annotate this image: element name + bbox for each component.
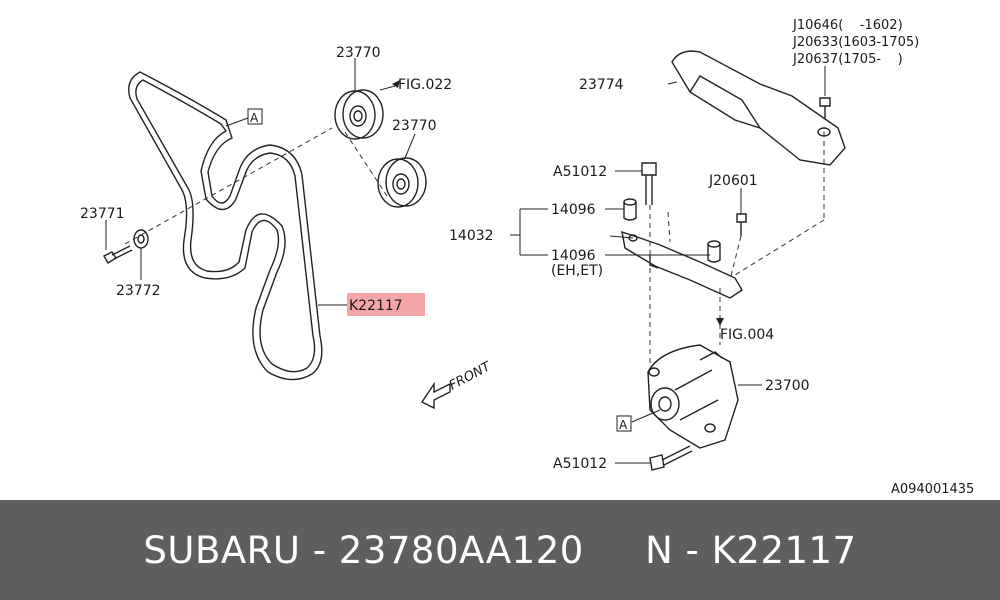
label-front: FRONT bbox=[447, 359, 494, 394]
label-23770-upper: 23770 bbox=[336, 45, 381, 61]
bolt-j10646 bbox=[819, 97, 831, 118]
label-14096-lower: 14096 bbox=[551, 248, 596, 264]
label-eh-et: (EH,ET) bbox=[551, 263, 603, 279]
label-23770-lower: 23770 bbox=[392, 118, 437, 134]
label-23772: 23772 bbox=[116, 283, 161, 299]
label-callout-a-upper: A bbox=[250, 111, 259, 125]
label-fig004: FIG.004 bbox=[720, 327, 774, 343]
label-j20633: J20633(1603-1705) bbox=[792, 35, 919, 50]
label-23700: 23700 bbox=[765, 378, 810, 394]
callout-box-a-lower bbox=[616, 415, 632, 432]
label-fig022: FIG.022 bbox=[398, 77, 452, 93]
idler-pulley-upper bbox=[334, 89, 384, 140]
dashed-guides bbox=[124, 127, 825, 365]
bolt-a51012-bottom bbox=[649, 445, 693, 471]
bolt-a51012-top bbox=[641, 162, 657, 205]
label-14032: 14032 bbox=[449, 228, 494, 244]
label-j10646: J10646( -1602) bbox=[792, 18, 903, 33]
washer-23772 bbox=[133, 229, 149, 249]
idler-pulley-lower bbox=[377, 157, 427, 208]
bracket-14032 bbox=[621, 230, 743, 299]
front-arrow bbox=[420, 381, 451, 410]
pointer-arrows bbox=[392, 80, 724, 326]
label-k22117: K22117 bbox=[349, 298, 403, 314]
label-callout-a-lower: A bbox=[619, 418, 628, 432]
label-a51012-top: A51012 bbox=[553, 164, 607, 180]
callout-box-a-upper bbox=[247, 108, 263, 125]
cover-23774 bbox=[671, 50, 846, 166]
alternator-23700 bbox=[647, 344, 739, 449]
label-j20637: J20637(1705- ) bbox=[792, 52, 903, 67]
bolt-j20601 bbox=[736, 213, 747, 236]
bolt-23771 bbox=[103, 245, 133, 264]
highlight-box bbox=[347, 293, 425, 316]
part-number-caption: SUBARU - 23780AA120 N - K22117 bbox=[143, 528, 857, 572]
label-a51012-bottom: A51012 bbox=[553, 456, 607, 472]
footer-banner: SUBARU - 23780AA120 N - K22117 bbox=[0, 500, 1000, 600]
leader-lines bbox=[105, 58, 826, 464]
label-23774: 23774 bbox=[579, 77, 624, 93]
label-14096-upper: 14096 bbox=[551, 202, 596, 218]
bushing-14096-lower bbox=[707, 240, 721, 263]
label-j20601: J20601 bbox=[708, 173, 758, 189]
doc-code: A094001435 bbox=[891, 482, 974, 497]
label-23771: 23771 bbox=[80, 206, 125, 222]
bushing-14096-upper bbox=[623, 198, 637, 221]
parts-diagram: 23770 FIG.022 23770 23771 23772 A K22117… bbox=[80, 18, 975, 497]
